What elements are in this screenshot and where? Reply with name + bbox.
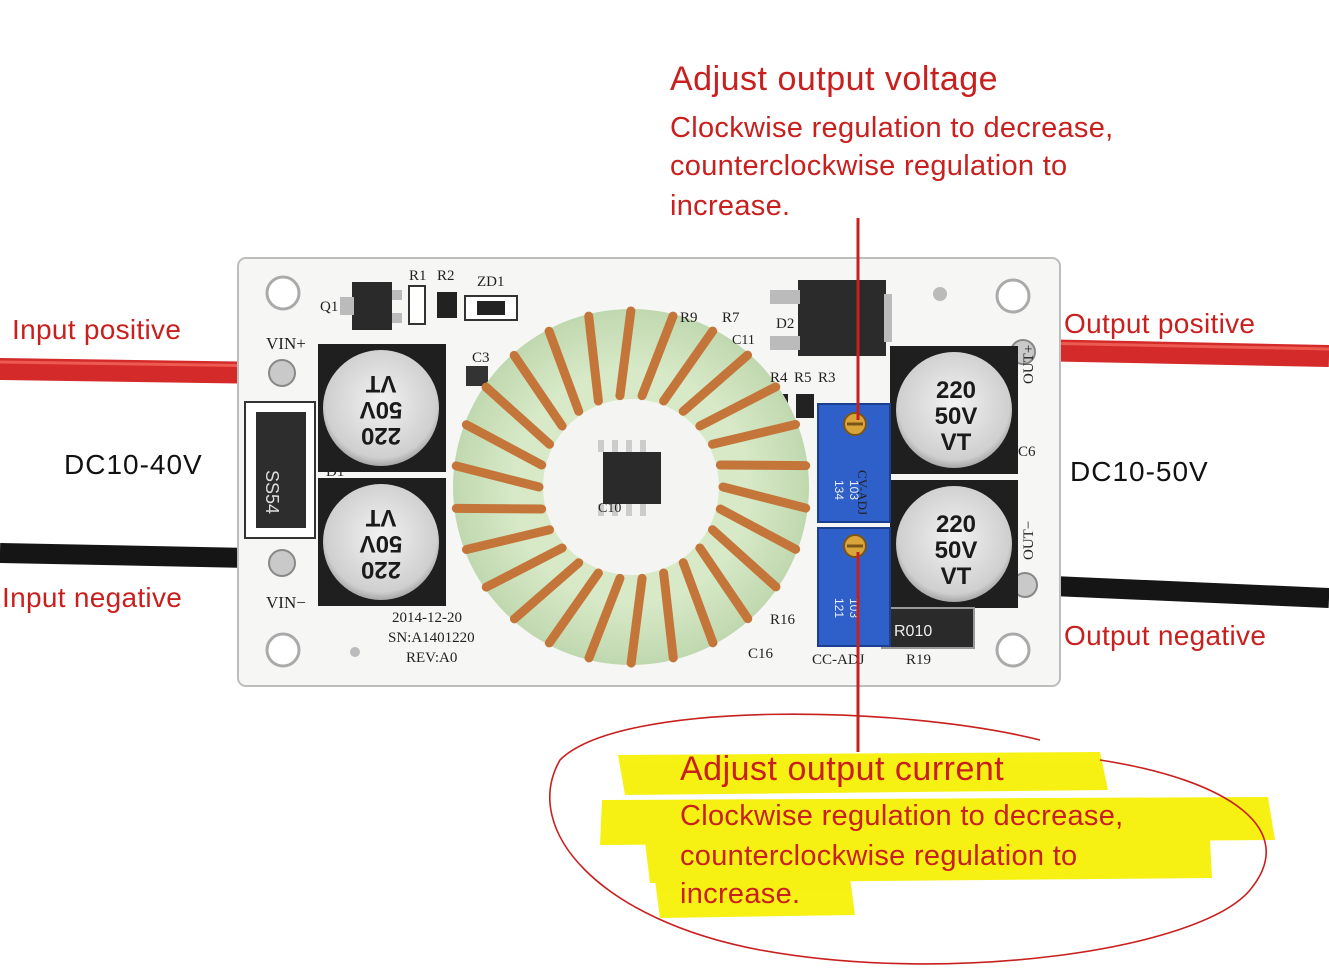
input-cap-bottom-value: 220 [361,556,401,583]
voltage-note-line2: counterclockwise regulation to [670,150,1068,182]
vin-plus-label: VIN+ [266,334,306,353]
out-minus-label: OUT− [1021,521,1037,560]
r2-label: R2 [437,268,455,284]
input-cap-bottom-series: VT [365,504,396,531]
zd1-label: ZD1 [477,274,505,290]
copper-winding [584,311,603,406]
input-capacitor-bottom [323,484,439,600]
copper-winding [718,482,811,513]
output-capacitor-bottom [896,486,1012,602]
output-cap-bottom-value: 220 [936,511,976,538]
r19-label: R19 [906,652,931,668]
r1-label: R1 [409,268,427,284]
current-note-line3: increase. [680,878,801,910]
output-voltage-range: DC10-50V [1070,456,1209,487]
input-cap-top-series: VT [365,370,396,397]
yellow-highlight [600,752,1275,918]
copper-winding [509,350,567,431]
copper-winding [678,350,753,416]
copper-winding [451,503,547,514]
input-negative-label: Input negative [2,582,183,613]
r9-label: R9 [680,310,698,326]
pcb-board: VIN+ VIN− R1 R2 ZD1 Q1 C3 D1 R9 R7 C11 D… [237,257,1061,687]
output-cap-top-series: VT [941,429,972,456]
copper-winding [715,504,801,554]
r3-label: R3 [818,370,836,386]
r16-label: R16 [770,612,796,628]
input-negative-wire [0,543,251,568]
cc-adj-label: CC-ADJ [812,652,865,668]
pot-upper-code1: 134 [832,480,846,500]
r7-label: R7 [722,310,740,326]
copper-winding [637,311,678,401]
copper-winding [615,306,636,401]
copper-winding [678,558,718,648]
copper-winding [659,326,718,406]
voltage-note-line1: Clockwise regulation to decrease, [670,112,1114,144]
input-cap-top-voltage: 50V [360,396,403,423]
q1-label: Q1 [320,299,338,315]
input-voltage-range: DC10-40V [64,449,203,480]
copper-winding [659,568,678,663]
output-cap-top-voltage: 50V [935,403,978,430]
hand-drawn-circle [549,713,1268,965]
copper-winding [544,568,603,648]
pot-upper-code2: 103 [847,480,861,500]
input-capacitor-top [323,350,439,466]
serial-number: SN:A1401220 [388,630,475,646]
voltage-note-title: Adjust output voltage [670,60,999,98]
output-negative-label: Output negative [1064,620,1267,651]
output-positive-wire [1029,339,1329,367]
c10-label: C10 [598,501,621,516]
input-positive-wire [0,358,286,384]
c16-label: C16 [748,646,774,662]
output-positive-label: Output positive [1064,308,1256,339]
copper-winding [481,543,567,592]
cv-adj-potentiometer [817,403,891,523]
copper-winding [584,573,625,663]
c6-label: C6 [1018,444,1036,460]
copper-winding [695,382,781,431]
copper-winding [715,460,811,471]
input-cap-top-value: 220 [361,422,401,449]
copper-winding [509,558,584,624]
copper-winding [707,525,781,592]
revision: REV:A0 [406,650,457,666]
copper-winding [461,420,547,470]
copper-winding [461,525,555,555]
c11-label: C11 [732,333,755,348]
out-plus-label: OUT+ [1021,345,1037,384]
vin-minus-label: VIN− [266,593,306,612]
current-note-line2: counterclockwise regulation to [680,840,1078,872]
r5-label: R5 [794,370,812,386]
output-capacitor-top [896,352,1012,468]
toroid-inductor [451,306,811,668]
copper-winding [544,326,584,416]
d1-label: D1 [326,464,344,480]
copper-winding [695,543,753,624]
cv-adj-label: CV-ADJ [855,470,870,515]
pot-lower-code1: 121 [832,598,846,618]
copper-winding [481,382,555,449]
date-code: 2014-12-20 [392,610,462,626]
diode-code: SS54 [262,470,282,514]
copper-winding [707,419,801,449]
c3-label: C3 [472,350,490,366]
current-note-title: Adjust output current [680,750,1005,788]
copper-winding [451,461,544,492]
current-note-line1: Clockwise regulation to decrease, [680,800,1124,832]
cc-adj-potentiometer [817,527,891,647]
output-cap-top-value: 220 [936,377,976,404]
d2-label: D2 [776,316,794,332]
r4-label: R4 [770,370,788,386]
input-cap-bottom-voltage: 50V [360,530,403,557]
output-cap-bottom-series: VT [941,563,972,590]
output-negative-wire [1029,575,1329,608]
output-cap-bottom-voltage: 50V [935,537,978,564]
voltage-note-line3: increase. [670,190,791,222]
copper-winding [626,573,647,668]
input-positive-label: Input positive [12,314,182,345]
sense-resistor-code: R010 [894,623,932,640]
